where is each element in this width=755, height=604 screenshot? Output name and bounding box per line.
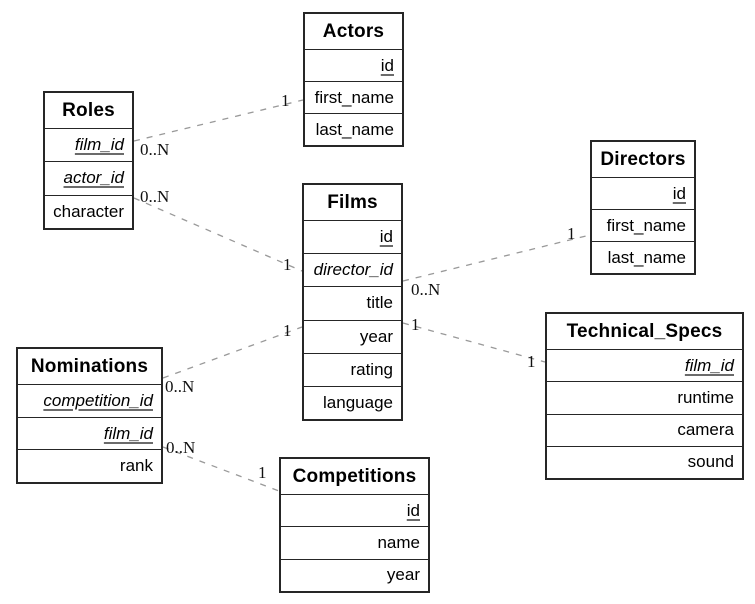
entity-roles: Roles film_id actor_id character (43, 91, 134, 230)
field-name: title (366, 293, 393, 313)
cardinality-label: 1 (411, 315, 420, 334)
field-row: director_id (304, 253, 401, 286)
field-name: id (672, 183, 686, 203)
cardinality-label: 1 (258, 463, 267, 482)
cardinality-label: 1 (281, 91, 290, 110)
relationship-line-films-directors (402, 234, 591, 282)
relationship-line-nominations-films (162, 326, 303, 379)
entity-competitions: Competitions id name year (279, 457, 430, 593)
field-row: id (281, 494, 428, 526)
field-row: first_name (305, 81, 402, 113)
field-row: film_id (18, 416, 161, 450)
field-name: director_id (313, 260, 393, 280)
cardinality-label: 0..N (165, 377, 195, 396)
field-name: name (377, 532, 420, 552)
entity-title: Competitions (292, 465, 417, 487)
field-name: film_id (103, 423, 153, 443)
entity-title: Nominations (30, 355, 149, 377)
field-name: film_id (74, 135, 124, 155)
field-row: last_name (592, 241, 694, 273)
cardinality-label: 0..N (166, 438, 196, 457)
field-row: film_id (547, 349, 742, 381)
field-name: film_id (684, 355, 734, 375)
relationship-line-films-technicalspecs (402, 322, 546, 363)
field-row: competition_id (18, 384, 161, 417)
cardinality-label: 0..N (140, 187, 170, 206)
cardinality-label: 0..N (140, 140, 170, 159)
field-row: title (304, 286, 401, 319)
field-name: year (359, 326, 393, 346)
field-name: rating (350, 359, 393, 379)
cardinality-label: 0..N (411, 280, 441, 299)
field-row: film_id (45, 128, 132, 161)
field-row: character (45, 194, 132, 228)
cardinality-label: 1 (527, 352, 536, 371)
field-row: rating (304, 352, 401, 386)
field-name: id (380, 55, 394, 75)
entity-title: Roles (62, 99, 115, 121)
field-name: runtime (677, 387, 734, 407)
entity-title: Films (327, 191, 378, 213)
field-row: runtime (547, 381, 742, 413)
field-name: rank (119, 456, 153, 476)
field-row: id (304, 220, 401, 253)
cardinality-label: 1 (567, 224, 576, 243)
cardinality-label: 1 (283, 321, 292, 340)
field-name: camera (677, 420, 734, 440)
field-name: competition_id (43, 390, 153, 410)
field-row: language (304, 385, 401, 419)
field-row: first_name (592, 209, 694, 241)
field-name: id (406, 500, 420, 520)
field-row: last_name (305, 113, 402, 145)
field-row: id (305, 49, 402, 81)
entity-directors: Directors id first_name last_name (590, 140, 696, 275)
field-row: camera (547, 413, 742, 446)
field-name: year (386, 565, 420, 585)
field-name: id (379, 227, 393, 247)
field-row: id (592, 177, 694, 209)
field-name: sound (687, 452, 734, 472)
field-name: character (53, 201, 124, 221)
entity-films: Films id director_id title year rating l… (302, 183, 403, 421)
entity-title: Technical_Specs (566, 320, 723, 342)
field-row: year (304, 319, 401, 353)
field-row: year (281, 558, 428, 591)
entity-title: Actors (322, 20, 385, 42)
cardinality-label: 1 (283, 255, 292, 274)
field-row: name (281, 526, 428, 558)
field-name: first_name (314, 87, 394, 107)
entity-technical-specs: Technical_Specs film_id runtime camera s… (545, 312, 744, 480)
entity-nominations: Nominations competition_id film_id rank (16, 347, 163, 484)
entity-title: Directors (600, 148, 686, 170)
field-name: first_name (606, 215, 686, 235)
field-name: actor_id (63, 168, 124, 188)
field-row: actor_id (45, 161, 132, 194)
field-row: sound (547, 445, 742, 478)
relationship-line-roles-films (133, 197, 303, 272)
entity-actors: Actors id first_name last_name (303, 12, 404, 147)
field-name: last_name (607, 247, 686, 267)
relationship-line-roles-actors (133, 99, 304, 142)
field-name: last_name (315, 119, 394, 139)
field-row: rank (18, 449, 161, 482)
field-name: language (323, 392, 393, 412)
